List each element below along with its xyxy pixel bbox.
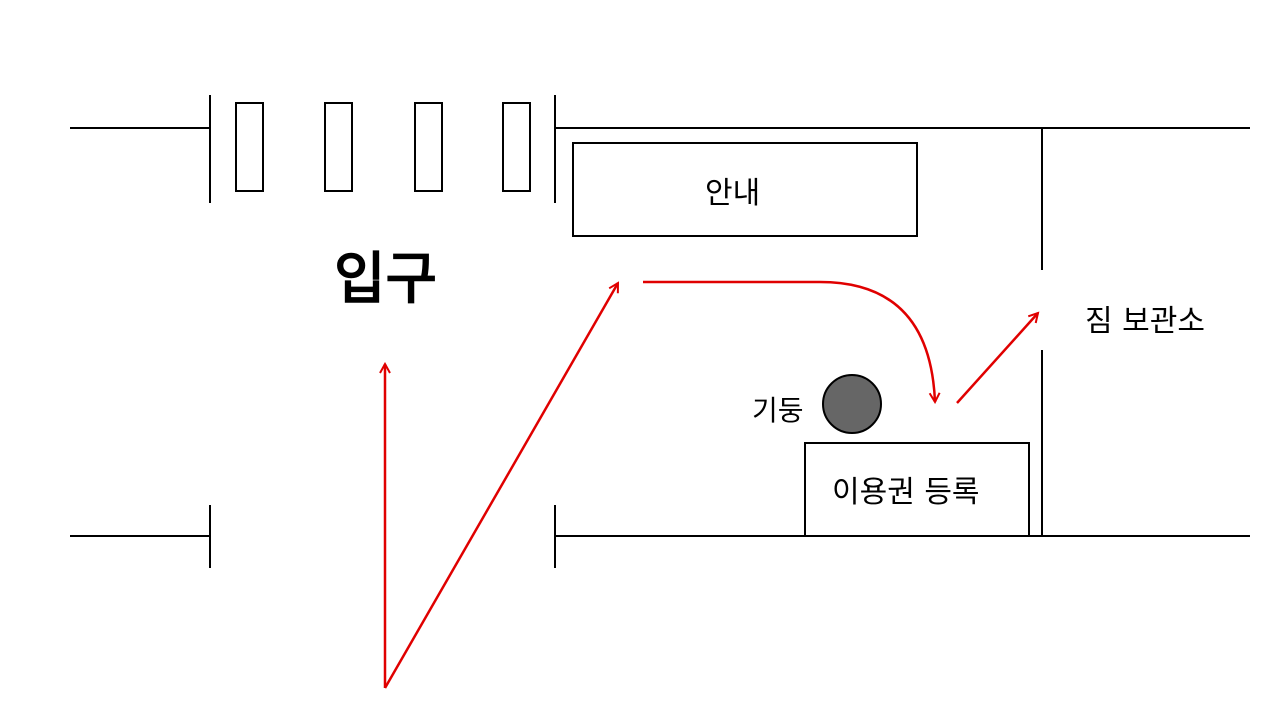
storage-label: 짐 보관소: [1085, 304, 1205, 339]
pillar-label: 기둥: [752, 394, 804, 427]
info-label: 안내: [705, 176, 760, 211]
gate: [502, 102, 531, 192]
route-arrows: [383, 280, 1038, 689]
top-wall: [70, 95, 1250, 203]
arrow-curve-to-registration: [643, 280, 935, 402]
arrow-to-storage: [956, 313, 1038, 404]
gate: [324, 102, 353, 192]
info-desk: [572, 142, 918, 237]
registration-label: 이용권 등록: [832, 475, 980, 510]
entrance-label: 입구: [334, 247, 437, 312]
bottom-wall: [70, 505, 1250, 568]
arrow-to-info: [383, 283, 620, 689]
registration-desk: [804, 442, 1030, 537]
entrance-gates: [235, 102, 531, 192]
gate: [414, 102, 443, 192]
pillar: [822, 374, 882, 434]
gate: [235, 102, 264, 192]
